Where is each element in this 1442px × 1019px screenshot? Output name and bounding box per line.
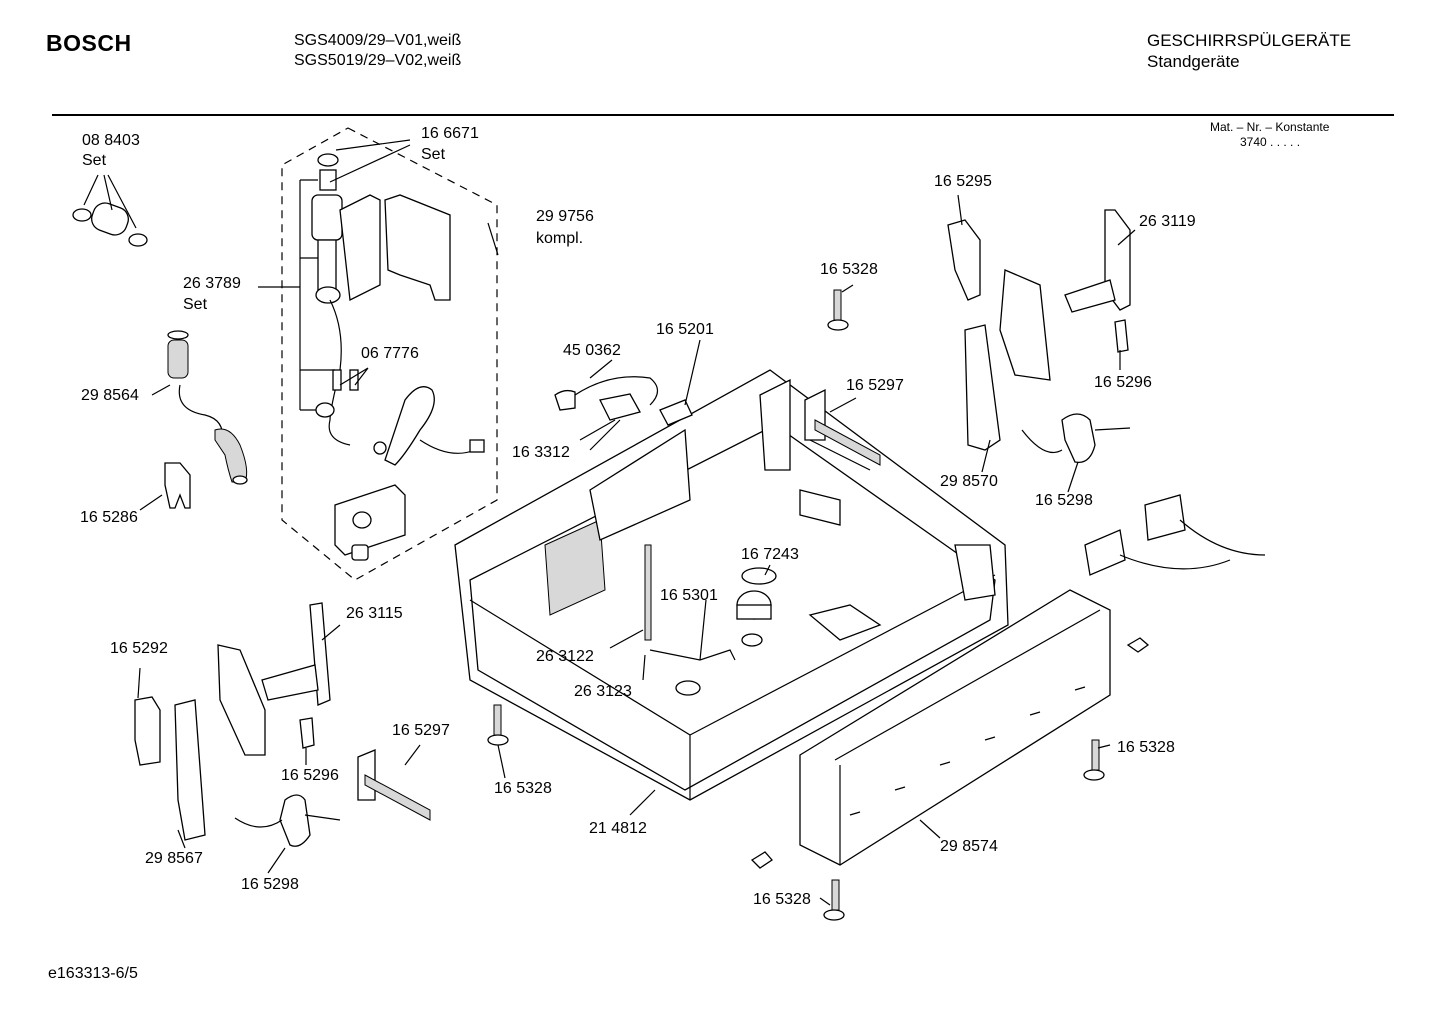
part-label-298574: 29 8574: [940, 838, 998, 855]
appliance-subcategory: Standgeräte: [1147, 52, 1240, 71]
part-label-167243: 16 7243: [741, 546, 799, 563]
part-label-263115: 26 3115: [346, 605, 403, 622]
part-label-165201: 16 5201: [656, 321, 714, 338]
part-label-263122: 26 3122: [536, 648, 594, 665]
model-number-2: SGS5019/29–V02,weiß: [294, 52, 462, 69]
part-label-163312: 16 3312: [512, 444, 570, 461]
header-divider: [52, 114, 1394, 116]
document-id: e163313-6/5: [48, 965, 138, 982]
screw-drawing-small-2: [750, 851, 773, 869]
part-label-165328-right: 16 5328: [1117, 739, 1175, 756]
part-label-165328-top: 16 5328: [820, 261, 878, 278]
water-pocket-drawing: [334, 484, 406, 561]
brand-logo: BOSCH: [46, 30, 132, 56]
part-label-263119: 26 3119: [1139, 213, 1196, 230]
part-label-165297-left: 16 5297: [392, 722, 450, 739]
leader-lines: [137, 194, 1136, 906]
mat-nr-label: Mat. – Nr. – Konstante: [1210, 120, 1330, 134]
mat-nr-value: 3740 . . . . .: [1240, 135, 1301, 149]
part-note-088403: Set: [82, 152, 107, 169]
part-label-165295: 16 5295: [934, 173, 992, 190]
wiring-harness-drawing: [554, 376, 693, 451]
appliance-category: GESCHIRRSPÜLGERÄTE: [1147, 31, 1352, 50]
hose-clamp-set-drawing: [72, 174, 148, 247]
spring-hinge-drawing-1: [804, 388, 881, 471]
part-note-166671: Set: [421, 146, 446, 163]
part-note-263789: Set: [183, 296, 208, 313]
part-label-263789: 26 3789: [183, 275, 241, 292]
drain-hose-drawing: [167, 330, 248, 485]
part-label-298567: 29 8567: [145, 850, 203, 867]
leveling-foot-drawing-3: [1083, 739, 1105, 781]
left-brackets-drawing: [134, 602, 341, 847]
part-label-450362: 45 0362: [563, 342, 621, 359]
model-number-1: SGS4009/29–V01,weiß: [294, 32, 462, 49]
right-brackets-drawing: [947, 209, 1266, 576]
part-label-263123: 26 3123: [574, 683, 632, 700]
screw-drawing-small-1: [1126, 637, 1150, 653]
part-label-299756: 29 9756: [536, 208, 594, 225]
leveling-foot-drawing-4: [823, 879, 845, 921]
part-label-067776: 06 7776: [361, 345, 419, 362]
part-label-214812: 21 4812: [589, 820, 647, 837]
part-label-165298-right: 16 5298: [1035, 492, 1093, 509]
kick-panel-drawing: [799, 589, 1111, 866]
sump-ring-drawing: [736, 567, 777, 620]
sensor-cable-drawing: [300, 299, 485, 466]
part-label-088403: 08 8403: [82, 132, 140, 149]
clip-drawing: [139, 462, 191, 511]
part-note-299756: kompl.: [536, 230, 584, 247]
part-label-166671: 16 6671: [421, 125, 479, 142]
part-label-165328-bottom: 16 5328: [753, 891, 811, 908]
part-label-165301: 16 5301: [660, 587, 718, 604]
part-label-165296-right: 16 5296: [1094, 374, 1152, 391]
part-label-298570: 29 8570: [940, 473, 998, 490]
spring-hinge-drawing-2: [357, 749, 431, 821]
part-label-165298-left: 16 5298: [241, 876, 299, 893]
part-label-165328-mid: 16 5328: [494, 780, 552, 797]
base-tub-drawing: [454, 369, 1009, 801]
leveling-foot-drawing-2: [487, 704, 509, 746]
part-label-165292: 16 5292: [110, 640, 168, 657]
part-label-298564: 29 8564: [81, 387, 139, 404]
inlet-valve-drawing: [299, 139, 451, 410]
part-label-165296-left: 16 5296: [281, 767, 339, 784]
leveling-foot-drawing-1: [827, 289, 849, 331]
part-label-165297-right: 16 5297: [846, 377, 904, 394]
part-label-165286: 16 5286: [80, 509, 138, 526]
